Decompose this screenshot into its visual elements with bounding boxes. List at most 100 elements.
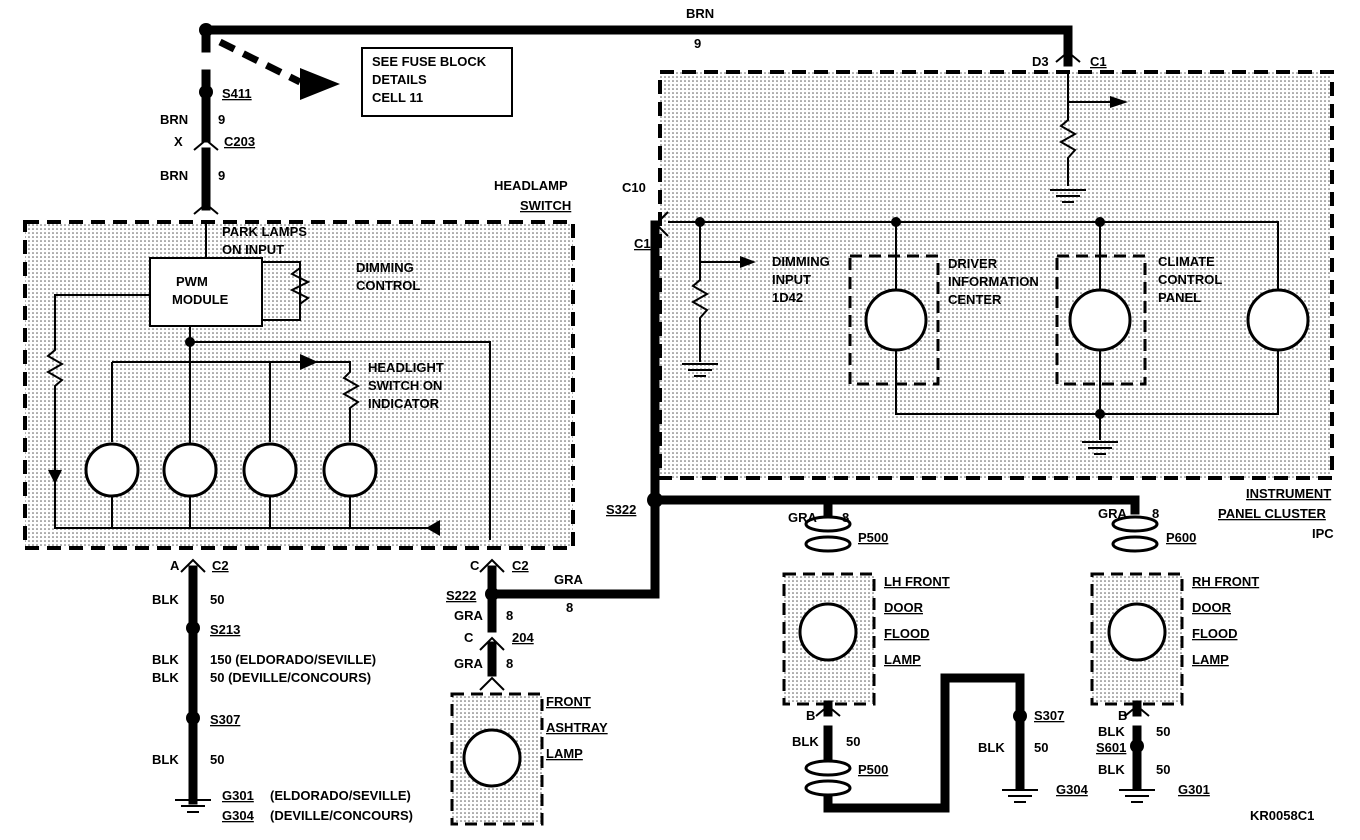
g304-left-label: G304 bbox=[222, 808, 255, 823]
ipc-junction-1 bbox=[695, 217, 705, 227]
c1-top-label: C1 bbox=[1090, 54, 1107, 69]
dimming-input-2: INPUT bbox=[772, 272, 811, 287]
hs-indicator-bulb bbox=[322, 442, 378, 498]
ashtray-label-1: FRONT bbox=[546, 694, 591, 709]
ipc-title-2: PANEL CLUSTER bbox=[1218, 506, 1326, 521]
s601-label: S601 bbox=[1096, 740, 1126, 755]
connector-symbols bbox=[180, 50, 1150, 717]
p500-bottom-label: P500 bbox=[858, 762, 888, 777]
pwm-module bbox=[149, 257, 263, 327]
brn-label-1: BRN bbox=[160, 112, 188, 127]
s411-dot bbox=[199, 85, 213, 99]
s601-dot bbox=[1130, 739, 1144, 753]
rh-door-label-1: RH FRONT bbox=[1192, 574, 1259, 589]
s411-label: S411 bbox=[222, 86, 252, 101]
blk-label-2: BLK bbox=[152, 652, 179, 667]
c2-left-pin: A bbox=[170, 558, 180, 573]
fuse-ref-arrow bbox=[300, 68, 340, 100]
gra-gauge-lh: 8 bbox=[842, 510, 849, 525]
c204-pin: C bbox=[464, 630, 474, 645]
p600-label: P600 bbox=[1166, 530, 1196, 545]
blk-label-lh: BLK bbox=[792, 734, 819, 749]
blk-gauge-s307: 50 bbox=[1034, 740, 1048, 755]
hs-bulb-1 bbox=[84, 442, 140, 498]
ipc-wiring bbox=[668, 70, 1279, 440]
ipc-junction-4 bbox=[1095, 409, 1105, 419]
pwm-label-1: PWM bbox=[176, 274, 208, 289]
ipc-box bbox=[658, 70, 1334, 480]
c1-left-label: C1 bbox=[634, 236, 651, 251]
s213-label: S213 bbox=[210, 622, 240, 637]
c2-right-pin: C bbox=[470, 558, 480, 573]
brn-gauge-2: 9 bbox=[218, 168, 225, 183]
ipc-junction-3 bbox=[1095, 217, 1105, 227]
ipc-junction-2 bbox=[891, 217, 901, 227]
fuse-note-line1: SEE FUSE BLOCK bbox=[372, 54, 487, 69]
ground-symbols bbox=[175, 189, 1155, 813]
gra-gauge-main: 8 bbox=[566, 600, 573, 615]
gra-gauge-2: 8 bbox=[506, 608, 513, 623]
indicator-label-3: INDICATOR bbox=[368, 396, 440, 411]
gra-label-rh: GRA bbox=[1098, 506, 1128, 521]
climate-label-3: PANEL bbox=[1158, 290, 1201, 305]
c2-left-label: C2 bbox=[212, 558, 229, 573]
brn-top-wire bbox=[201, 25, 1073, 67]
g301-left-note: (ELDORADO/SEVILLE) bbox=[270, 788, 411, 803]
top-wire-color: BRN bbox=[686, 6, 714, 21]
dimming-input-3: 1D42 bbox=[772, 290, 803, 305]
indicator-label-2: SWITCH ON bbox=[368, 378, 442, 393]
blk-label-rh-1: BLK bbox=[1098, 724, 1125, 739]
gra-gauge-rh: 8 bbox=[1152, 506, 1159, 521]
dic-label-2: INFORMATION bbox=[948, 274, 1039, 289]
gra-label-2: GRA bbox=[454, 608, 484, 623]
g301-right-label: G301 bbox=[1178, 782, 1210, 797]
blk-gauge-rh-1: 50 bbox=[1156, 724, 1170, 739]
top-junction bbox=[199, 23, 213, 37]
brn-gauge-1: 9 bbox=[218, 112, 225, 127]
pass-through-connectors bbox=[804, 515, 1159, 797]
s307-left-label: S307 bbox=[210, 712, 240, 727]
gra-label-main: GRA bbox=[554, 572, 584, 587]
climate-bulb bbox=[1068, 288, 1132, 352]
blk-label-3: BLK bbox=[152, 670, 179, 685]
s322-label: S322 bbox=[606, 502, 636, 517]
brn-label-2: BRN bbox=[160, 168, 188, 183]
indicator-diode bbox=[300, 354, 318, 370]
blk-gauge-4: 50 bbox=[210, 752, 224, 767]
fuse-note-line2: DETAILS bbox=[372, 72, 427, 87]
blk-gauge-1: 50 bbox=[210, 592, 224, 607]
lh-pin-b: B bbox=[806, 708, 815, 723]
fuse-note-box bbox=[361, 47, 513, 117]
climate-label-1: CLIMATE bbox=[1158, 254, 1215, 269]
hs-bulb-2 bbox=[162, 442, 218, 498]
c203-pin: X bbox=[174, 134, 183, 149]
blk-label-rh-2: BLK bbox=[1098, 762, 1125, 777]
ipc-title-1: INSTRUMENT bbox=[1246, 486, 1331, 501]
pwm-arrow bbox=[48, 470, 62, 484]
ashtray-bulb bbox=[462, 728, 522, 788]
c2-right-label: C2 bbox=[512, 558, 529, 573]
return-arrow bbox=[426, 520, 440, 536]
rh-pin-b: B bbox=[1118, 708, 1127, 723]
park-lamps-label-2: ON INPUT bbox=[222, 242, 284, 257]
dic-label-3: CENTER bbox=[948, 292, 1002, 307]
c204-label: 204 bbox=[512, 630, 534, 645]
ashtray-label-3: LAMP bbox=[546, 746, 583, 761]
s307-left-dot bbox=[186, 711, 200, 725]
blk-label-1: BLK bbox=[152, 592, 179, 607]
blk-gauge-lh: 50 bbox=[846, 734, 860, 749]
fuse-ref-line bbox=[218, 38, 302, 86]
blk-gauge-rh-2: 50 bbox=[1156, 762, 1170, 777]
ipc-bulb bbox=[1246, 288, 1310, 352]
headlamp-switch-title-2: SWITCH bbox=[520, 198, 571, 213]
blk-150-label: 150 (ELDORADO/SEVILLE) bbox=[210, 652, 376, 667]
lh-door-bulb bbox=[798, 602, 858, 662]
ipc-title-3: IPC bbox=[1312, 526, 1334, 541]
dic-bulb bbox=[864, 288, 928, 352]
dimming-arrow bbox=[740, 256, 756, 268]
fuse-note-line3: CELL 11 bbox=[372, 90, 423, 105]
ashtray-label-2: ASHTRAY bbox=[546, 720, 608, 735]
dimming-control-2: CONTROL bbox=[356, 278, 420, 293]
